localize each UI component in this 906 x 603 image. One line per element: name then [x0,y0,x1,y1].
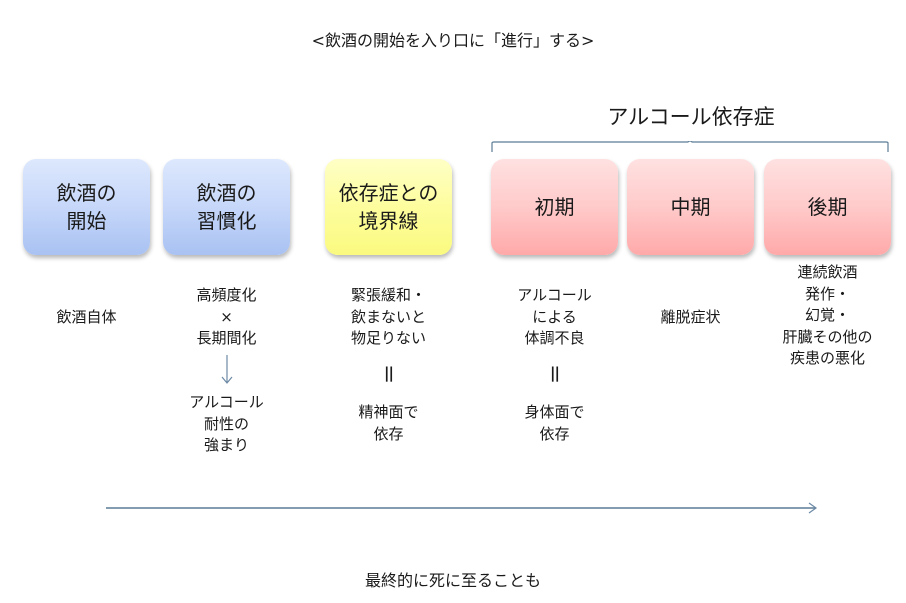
stage-early: 初期 [491,159,618,255]
desc-habit-bottom: アルコール 耐性の 強まり [189,393,264,454]
progression-arrow-icon [106,502,818,514]
desc-early-top: アルコール による 体調不良 [517,286,592,347]
equals-separator-early: || [550,364,560,382]
desc-border-bottom: 精神面で 依存 [358,403,419,443]
desc-habit-top: 高頻度化 × 長期間化 [196,286,257,347]
desc-late: 連続飲酒 発作・ 幻覚・ 肝臓その他の 疾患の悪化 [782,263,873,367]
stage-dependence-borderline: 依存症との 境界線 [325,159,452,255]
stage-middle: 中期 [627,159,754,255]
diagram-title: <飲酒の開始を入り口に「進行」する> [311,31,595,50]
stage-drinking-habit: 飲酒の 習慣化 [163,159,290,255]
equals-separator-border: || [384,364,394,382]
desc-start: 飲酒自体 [56,308,117,326]
alcohol-dependence-group-label: アルコール依存症 [607,105,775,129]
down-arrow-icon [221,355,233,384]
stage-drinking-start: 飲酒の 開始 [23,159,150,255]
footer-note: 最終的に死に至ることも [364,571,541,590]
desc-border-top: 緊張緩和・ 飲まないと 物足りない [350,286,426,347]
desc-middle: 離脱症状 [660,308,721,326]
group-brace [491,141,889,152]
stage-late: 後期 [764,159,891,255]
desc-early-bottom: 身体面で 依存 [524,403,585,443]
